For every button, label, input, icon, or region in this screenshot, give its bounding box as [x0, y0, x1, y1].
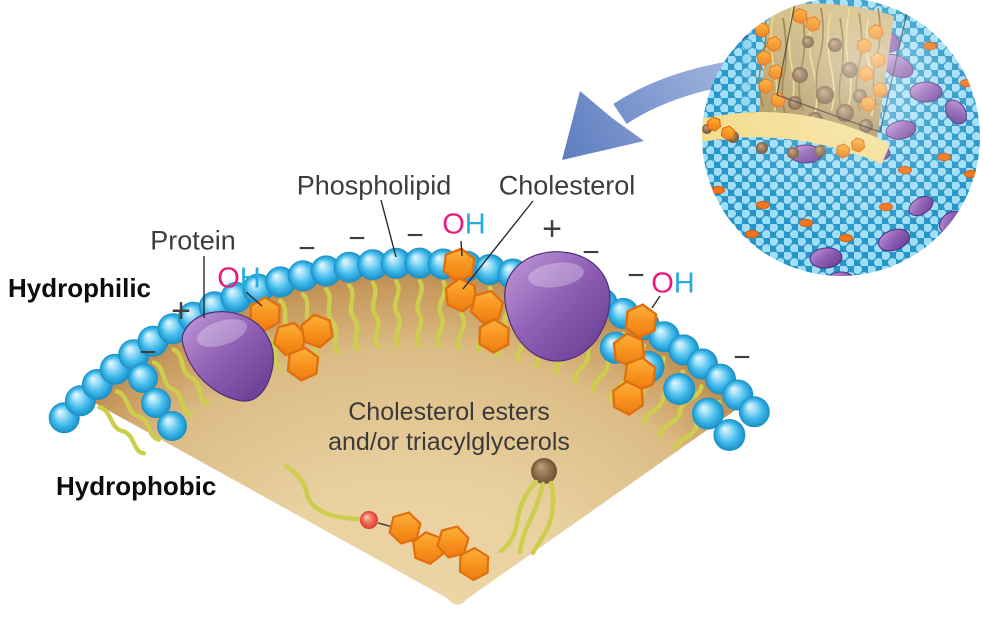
lipid-tail	[393, 279, 402, 348]
protein-center	[504, 251, 611, 362]
lipid-tail	[114, 389, 161, 442]
arrow-head	[562, 91, 644, 160]
protein-center-highlight	[528, 262, 584, 288]
cholesterol-ester-tail	[283, 463, 362, 522]
cut-edge-head	[742, 10, 754, 22]
lipoprotein-sphere	[679, 0, 980, 296]
protein-left-body	[181, 311, 274, 402]
charge-minus-3: −	[406, 219, 424, 252]
oh-h: H	[464, 208, 486, 241]
cholesterol-molecules	[249, 247, 658, 416]
sphere-orange-lipid	[702, 205, 707, 215]
ester-oxygen-sphere	[360, 511, 378, 529]
sphere-protein-blob	[764, 278, 793, 296]
cholesterol-ring	[300, 313, 334, 349]
sphere-shading	[702, 0, 980, 276]
phospholipid-head	[141, 388, 171, 418]
cholesterol-ester-rings	[388, 511, 490, 582]
charge-plus-1: +	[171, 292, 191, 330]
phospholipid-head	[128, 363, 158, 393]
tag-tail-2	[517, 481, 546, 555]
phospholipid-head	[474, 254, 506, 285]
phospholipid-head	[404, 247, 436, 279]
cholesterol-ring	[436, 525, 470, 559]
lipid-tail	[414, 278, 424, 348]
label-hydrophobic: Hydrophobic	[56, 471, 217, 501]
lipid-tail	[151, 360, 193, 418]
phospholipid-head	[333, 251, 365, 283]
phospholipid-head	[157, 411, 187, 441]
lipid-tail	[370, 280, 381, 349]
tag-tail-1	[498, 479, 539, 554]
pointer-line	[245, 291, 263, 307]
charge-plus-2: +	[542, 210, 562, 248]
core-lipid-molecules	[283, 458, 557, 582]
phospholipid-head	[357, 249, 389, 281]
oh-o: O	[442, 208, 465, 241]
lipid-tail	[171, 347, 210, 406]
label-protein: Protein	[150, 225, 236, 256]
pointer-line	[462, 200, 534, 290]
cholesterol-ring	[444, 277, 478, 313]
phospholipid-head	[692, 397, 724, 430]
cholesterol-ring	[469, 289, 505, 325]
label-phospholipid: Phospholipid	[296, 170, 452, 201]
label-oh-top: OH	[442, 208, 486, 241]
phospholipid-head	[380, 247, 412, 279]
oh-o: O	[217, 262, 240, 295]
pointer-line	[380, 199, 397, 258]
phospholipid-head	[738, 396, 770, 428]
sphere-protein-blob	[702, 227, 722, 253]
charge-minus-5: −	[627, 259, 645, 292]
cholesterol-ring	[612, 380, 644, 416]
protein-left	[181, 311, 274, 402]
label-core-line2: and/or triacylglycerols	[328, 428, 570, 456]
sphere-protein-blob	[679, 173, 701, 200]
charge-minus-2: −	[348, 222, 366, 255]
cholesterol-ring	[249, 296, 281, 332]
charge-minus-7: −	[733, 341, 751, 374]
pointer-lines	[203, 199, 661, 318]
charge-minus-1: −	[298, 232, 316, 265]
pointer-line	[651, 295, 661, 309]
label-oh-left: OH	[217, 262, 261, 295]
lipid-tail	[657, 384, 704, 438]
cholesterol-ring	[286, 346, 320, 382]
oh-o: O	[651, 267, 674, 300]
label-cholesterol: Cholesterol	[498, 170, 636, 201]
protein-left-highlight	[196, 319, 248, 347]
phospholipid-head	[663, 373, 696, 405]
oh-h: H	[673, 267, 695, 300]
cholesterol-ring	[624, 303, 658, 339]
cholesterol-ring	[458, 546, 490, 582]
label-core-lipids: Cholesterol esters and/or triacylglycero…	[328, 397, 570, 457]
lipid-tail	[323, 287, 341, 355]
lipid-tail	[97, 405, 147, 456]
phospholipid-head	[713, 419, 746, 451]
phospholipid-head	[310, 255, 342, 287]
oh-h: H	[239, 262, 261, 295]
protein-center-body	[504, 251, 611, 362]
label-hydrophilic: Hydrophilic	[8, 273, 152, 303]
pointer-line	[460, 240, 463, 257]
charge-minus-4: −	[582, 236, 600, 269]
label-core-line1: Cholesterol esters	[348, 398, 550, 426]
label-oh-right: OH	[651, 267, 695, 300]
cholesterol-ring	[478, 318, 510, 354]
lipid-tail	[435, 279, 448, 349]
phospholipid-head	[287, 260, 319, 292]
triacylglycerol-head	[531, 458, 557, 484]
cholesterol-ring	[388, 511, 422, 545]
lipid-tail	[347, 283, 361, 351]
charge-minus-6: −	[139, 336, 157, 369]
tag-tail-3	[530, 480, 556, 556]
